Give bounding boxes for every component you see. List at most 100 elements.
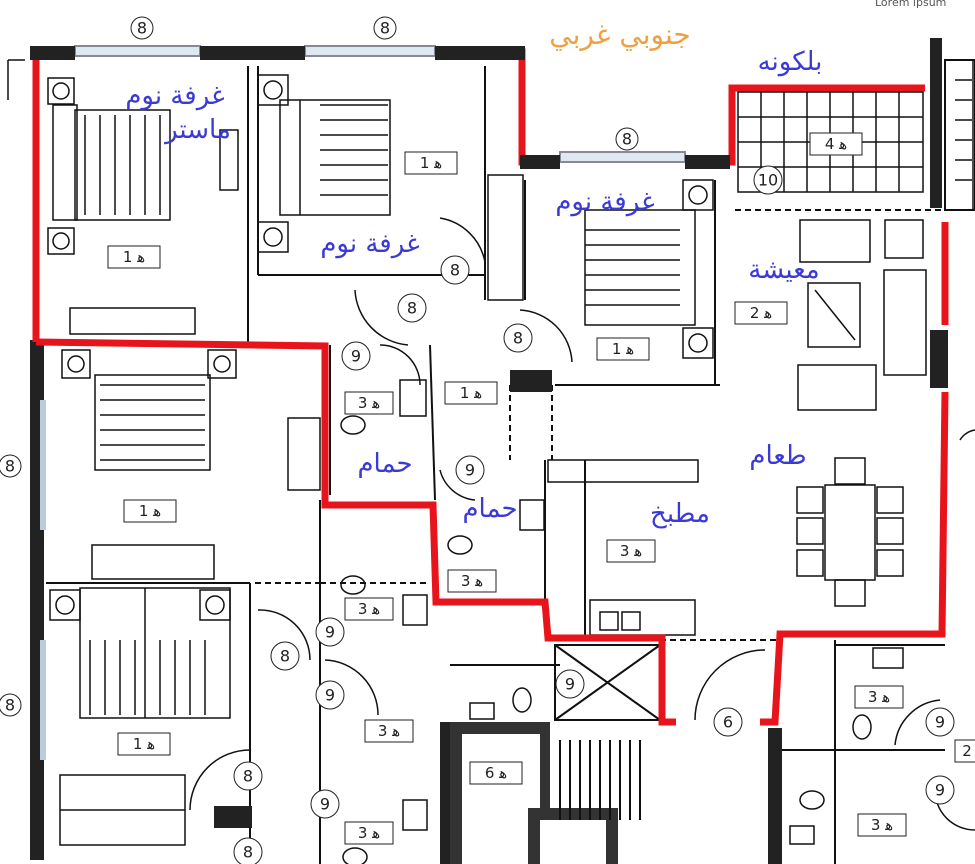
svg-text:8: 8 [5, 457, 15, 476]
bedroom-a-label: غرفة نوم [320, 229, 419, 259]
svg-text:9: 9 [935, 713, 945, 732]
room-tags: ﻫ 1 ﻫ 1 ﻫ 1 ﻫ 1 ﻫ 2 ﻫ 4 ﻫ 3 ﻫ 3 ﻫ 3 ﻫ 1 … [107, 132, 975, 845]
door-tag-shaft: 9 [555, 669, 585, 699]
svg-text:9: 9 [935, 781, 945, 800]
door-tag-bottom-bed-2: 8 [233, 837, 263, 864]
bed-right-icon [584, 209, 696, 326]
dining-table-icon [824, 484, 876, 581]
door-tag-top-right: 8 [615, 127, 639, 151]
svg-text:8: 8 [137, 19, 147, 38]
svg-text:ﻫ 1: ﻫ 1 [139, 502, 161, 520]
bed-lower-icon [94, 374, 211, 471]
room-tag-bed-right: ﻫ 1 [596, 337, 650, 361]
svg-text:ﻫ 3: ﻫ 3 [378, 722, 400, 740]
door-tag-lower-bath-2: 9 [315, 680, 345, 710]
svg-text:ﻫ 3: ﻫ 3 [868, 688, 890, 706]
bedroom-b-label: غرفة نوم [555, 187, 654, 217]
svg-text:9: 9 [325, 686, 335, 705]
door-tag-right-bath-2: 9 [925, 775, 955, 805]
kitchen-label: مطبخ [650, 499, 710, 529]
orientation-label: جنوبي غربي [549, 18, 690, 51]
svg-text:ﻫ 3: ﻫ 3 [358, 824, 380, 842]
svg-text:ﻫ 1: ﻫ 1 [133, 735, 155, 753]
door-tag-lower-bed: 8 [270, 641, 300, 671]
svg-text:9: 9 [351, 347, 361, 366]
door-tag-lower-bath-1: 9 [315, 617, 345, 647]
door-tag-top-left: 8 [130, 16, 154, 40]
room-tag-bath-b: ﻫ 3 [447, 569, 497, 593]
door-tag-bottom-bath: 9 [310, 789, 340, 819]
room-tag-master: ﻫ 1 [107, 245, 161, 269]
sofa-icon [799, 219, 871, 263]
svg-text:8: 8 [513, 329, 523, 348]
room-tag-corridor: ﻫ 1 [444, 381, 498, 405]
svg-text:2: 2 [962, 742, 972, 760]
door-tag-entrance: 6 [713, 707, 743, 737]
room-tag-lower-bath-2: ﻫ 3 [364, 719, 414, 743]
svg-text:8: 8 [380, 19, 390, 38]
door-tags: 8 8 8 8 8 8 9 9 10 8 8 8 9 9 9 6 8 9 8 9… [0, 16, 955, 864]
svg-text:9: 9 [320, 795, 330, 814]
balcony-label: بلكونه [758, 47, 823, 77]
room-tag-bed-top: ﻫ 1 [404, 151, 458, 175]
room-tag-right-bath-2: ﻫ 3 [857, 813, 907, 837]
door-tag-top-mid: 8 [373, 16, 397, 40]
room-tag-bath-a: ﻫ 3 [344, 391, 394, 415]
master-bedroom-label-1: غرفة نوم [125, 81, 224, 111]
svg-text:ﻫ 1: ﻫ 1 [420, 154, 442, 172]
svg-text:ﻫ 1: ﻫ 1 [123, 248, 145, 266]
room-tag-right-bath: ﻫ 3 [854, 685, 904, 709]
bath-a-label: حمام [357, 449, 412, 479]
room-tag-edge: 2 [954, 739, 975, 763]
svg-text:9: 9 [325, 623, 335, 642]
door-tag-left-2: 8 [0, 693, 22, 717]
room-tag-lower-bath: ﻫ 3 [344, 597, 394, 621]
room-tag-bottom-bath: ﻫ 3 [344, 821, 394, 845]
door-tag-bed-a: 8 [440, 255, 470, 285]
svg-text:8: 8 [407, 299, 417, 318]
dining-label: طعام [749, 441, 806, 471]
door-tag-right-bath-1: 9 [925, 707, 955, 737]
bed-bottom-icon [79, 587, 231, 719]
svg-text:9: 9 [565, 675, 575, 694]
door-tag-bath-b: 9 [455, 455, 485, 485]
svg-text:ﻫ 2: ﻫ 2 [750, 304, 772, 322]
door-tag-bottom-bed: 8 [233, 761, 263, 791]
walls [30, 38, 975, 864]
door-tag-balcony: 10 [753, 165, 783, 195]
door-tag-bed-c: 8 [503, 323, 533, 353]
svg-text:ﻫ 3: ﻫ 3 [620, 542, 642, 560]
svg-text:ﻫ 1: ﻫ 1 [612, 340, 634, 358]
svg-text:10: 10 [758, 171, 778, 190]
room-tag-balcony: ﻫ 4 [809, 132, 863, 156]
svg-text:8: 8 [280, 647, 290, 666]
svg-text:9: 9 [465, 461, 475, 480]
room-tag-lower-bed: ﻫ 1 [123, 499, 177, 523]
bed-top-icon [279, 99, 391, 216]
svg-text:8: 8 [622, 130, 632, 149]
living-label: معيشة [748, 255, 819, 285]
svg-text:ﻫ 6: ﻫ 6 [485, 764, 507, 782]
room-tag-bottom-bed: ﻫ 1 [117, 732, 171, 756]
svg-text:ﻫ 3: ﻫ 3 [871, 816, 893, 834]
room-tag-kitchen: ﻫ 3 [606, 539, 656, 563]
svg-text:ﻫ 3: ﻫ 3 [358, 394, 380, 412]
svg-text:8: 8 [243, 843, 253, 862]
svg-text:6: 6 [723, 713, 733, 732]
svg-text:ﻫ 3: ﻫ 3 [358, 600, 380, 618]
svg-text:8: 8 [243, 767, 253, 786]
master-bedroom-label-2: ماستر [163, 115, 231, 145]
door-tag-bed-b: 8 [397, 293, 427, 323]
svg-text:ﻫ 3: ﻫ 3 [461, 572, 483, 590]
bath-b-label: حمام [462, 494, 517, 524]
room-tag-living: ﻫ 2 [734, 301, 788, 325]
svg-text:ﻫ 4: ﻫ 4 [825, 135, 847, 153]
room-labels: جنوبي غربي بلكونه غرفة نوم ماستر غرفة نو… [125, 18, 822, 529]
svg-text:8: 8 [450, 261, 460, 280]
corner-text: Lorem ipsum [875, 0, 946, 9]
bed-master-icon [74, 109, 171, 221]
door-tag-left-1: 8 [0, 454, 22, 478]
svg-text:ﻫ 1: ﻫ 1 [460, 384, 482, 402]
furniture [7, 59, 975, 864]
